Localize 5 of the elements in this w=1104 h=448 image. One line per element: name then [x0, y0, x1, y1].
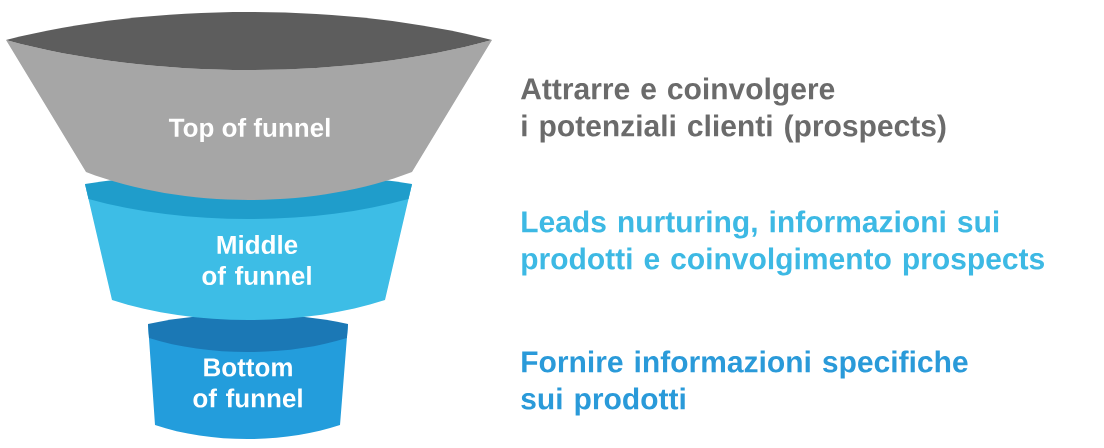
funnel-section: Bottom of funnel: [148, 314, 348, 440]
description-text: Attrarre e coinvolgere i potenziali clienti (prospects): [520, 77, 946, 143]
funnel-section: Top of funnel: [6, 12, 492, 200]
description-text: Fornire informazioni specifiche sui prodotti: [521, 350, 968, 416]
description-text: Leads nurturing, informazioni sui prodotti e coinvolgimento prospects: [522, 210, 1044, 276]
